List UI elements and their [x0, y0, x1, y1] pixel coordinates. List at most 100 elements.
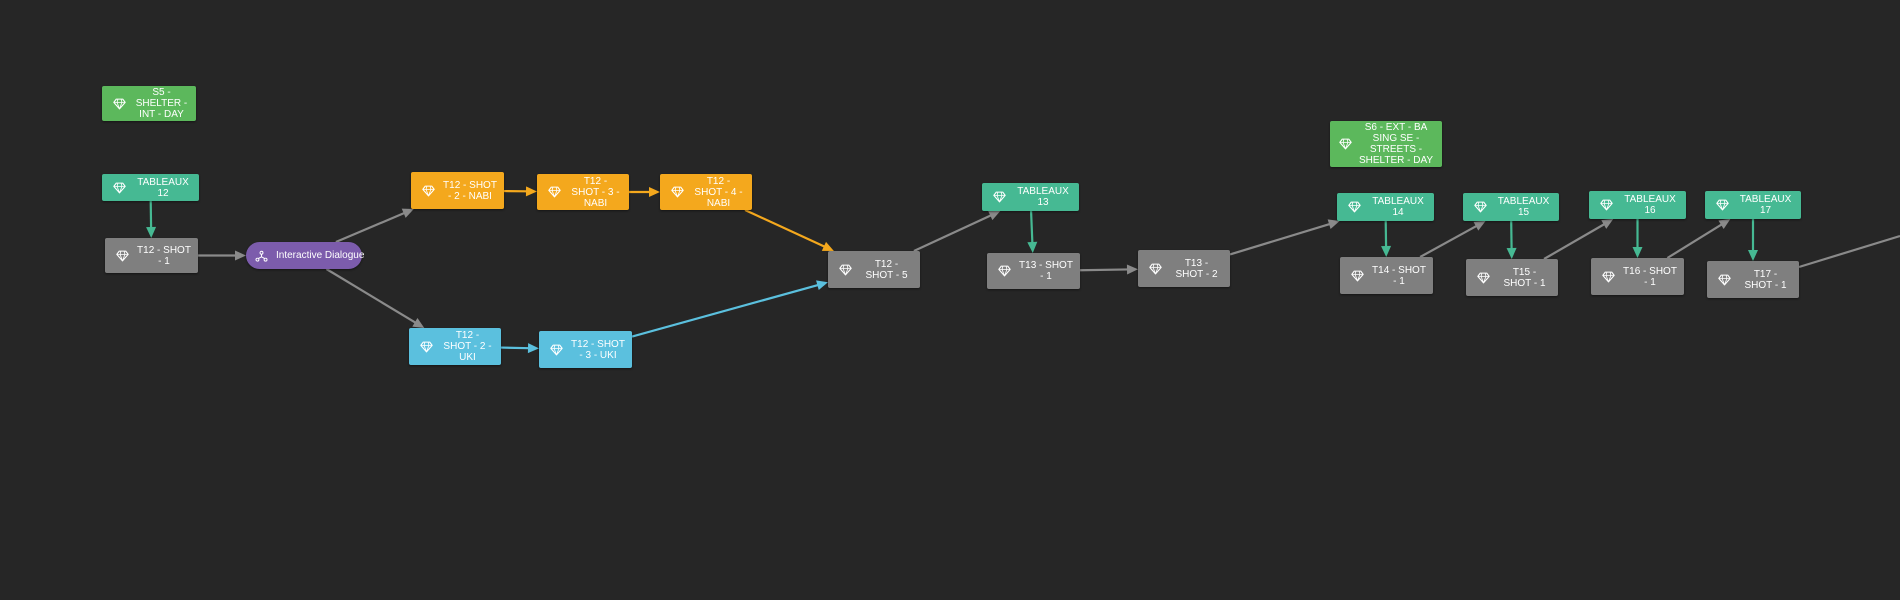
node-label: T16 - SHOT - 1 — [1623, 265, 1677, 288]
arrowhead-icon — [988, 211, 1001, 221]
arrowhead-icon — [1506, 247, 1517, 259]
node-t16-shot-1[interactable]: T16 - SHOT - 1 — [1591, 258, 1684, 295]
gem-icon — [421, 184, 435, 198]
node-label: TABLEAUX 16 — [1624, 194, 1676, 216]
node-t12-shot-3-uki[interactable]: T12 - SHOT - 3 - UKI — [539, 331, 632, 368]
node-label: T12 - SHOT - 3 - NABI — [571, 175, 620, 209]
arrowhead-icon — [1126, 264, 1138, 275]
arrowhead-icon — [821, 241, 834, 251]
node-label: S6 - EXT - BA SING SE - STREETS - SHELTE… — [1358, 122, 1434, 166]
edge-t14s1-to-tab15 — [1419, 224, 1478, 258]
node-label: T13 - SHOT - 2 — [1175, 257, 1218, 280]
edge-t15s1-to-tab16 — [1543, 223, 1606, 260]
arrowhead-icon — [1381, 245, 1392, 257]
gem-icon — [419, 340, 433, 354]
node-label: S5 - SHELTER - INT - DAY — [135, 87, 188, 120]
node-label: TABLEAUX 13 — [1017, 186, 1069, 208]
arrowhead-icon — [816, 280, 828, 291]
arrowhead-icon — [1601, 219, 1614, 229]
gem-icon — [1350, 269, 1364, 283]
node-t12-shot-4-nabi[interactable]: T12 - SHOT - 4 - NABI — [660, 174, 752, 210]
gem-icon — [549, 343, 563, 357]
gem-icon — [1338, 137, 1352, 151]
node-t17-shot-1[interactable]: T17 - SHOT - 1 — [1707, 261, 1799, 298]
arrowhead-icon — [235, 250, 246, 261]
edge-t12s4n-to-t12s5 — [744, 209, 826, 248]
gem-icon — [670, 185, 684, 199]
gem-icon — [1347, 200, 1361, 214]
edge-t12s2u-to-t12s3u — [500, 346, 530, 350]
edge-dlg-to-t12s2n — [335, 211, 406, 244]
edge-t13s2-to-tab14 — [1229, 222, 1331, 256]
arrowhead-icon — [412, 318, 425, 328]
gem-icon — [1717, 273, 1731, 287]
node-label: T14 - SHOT - 1 — [1372, 264, 1426, 287]
arrowhead-icon — [525, 186, 537, 197]
node-interactive-dialogue[interactable]: Interactive Dialogue — [246, 242, 365, 269]
node-label: TABLEAUX 17 — [1739, 194, 1792, 216]
gem-icon — [1148, 262, 1162, 276]
gem-icon — [112, 97, 126, 111]
node-tableaux-17[interactable]: TABLEAUX 17 — [1705, 191, 1801, 219]
arrowhead-icon — [401, 208, 414, 218]
edge-t17s1-to-offscreen — [1798, 234, 1900, 269]
node-t13-shot-1[interactable]: T13 - SHOT - 1 — [987, 253, 1080, 289]
node-label: TABLEAUX 12 — [137, 176, 189, 199]
gem-icon — [997, 264, 1011, 278]
arrowhead-icon — [527, 343, 539, 354]
node-label: T15 - SHOT - 1 — [1503, 266, 1546, 289]
gem-icon — [1599, 198, 1613, 212]
gem-icon — [1476, 271, 1490, 285]
gem-icon — [115, 249, 129, 263]
node-label: T17 - SHOT - 1 — [1744, 268, 1787, 291]
edge-t12s5-to-tab13 — [913, 214, 992, 252]
node-label: Interactive Dialogue — [276, 250, 365, 261]
arrowhead-icon — [1632, 247, 1643, 258]
gem-icon — [838, 263, 852, 277]
gem-icon — [992, 190, 1006, 204]
node-t12-shot-2-uki[interactable]: T12 - SHOT - 2 - UKI — [409, 328, 501, 365]
arrowhead-icon — [1027, 241, 1038, 253]
node-tableaux-12[interactable]: TABLEAUX 12 — [102, 174, 199, 201]
node-tableaux-13[interactable]: TABLEAUX 13 — [982, 183, 1079, 211]
node-label: T12 - SHOT - 3 - UKI — [571, 338, 625, 361]
node-label: T12 - SHOT - 2 - UKI — [443, 330, 492, 363]
node-s5-shelter-int-day[interactable]: S5 - SHELTER - INT - DAY — [102, 86, 196, 121]
node-t12-shot-2-nabi[interactable]: T12 - SHOT - 2 - NABI — [411, 172, 504, 209]
arrowhead-icon — [1473, 221, 1486, 231]
gem-icon — [1601, 270, 1615, 284]
node-t15-shot-1[interactable]: T15 - SHOT - 1 — [1466, 259, 1558, 296]
node-label: TABLEAUX 14 — [1372, 196, 1424, 218]
edge-tab13-to-t13s1 — [1029, 210, 1034, 244]
edge-dlg-to-t12s2u — [325, 268, 417, 324]
arrowhead-icon — [146, 226, 157, 238]
node-tableaux-14[interactable]: TABLEAUX 14 — [1337, 193, 1434, 221]
arrowhead-icon — [649, 187, 660, 197]
node-label: TABLEAUX 15 — [1497, 196, 1550, 218]
node-label: T12 - SHOT - 5 — [865, 258, 908, 281]
arrowhead-icon — [1748, 250, 1758, 261]
node-t12-shot-1[interactable]: T12 - SHOT - 1 — [105, 238, 198, 273]
gem-icon — [1473, 200, 1487, 214]
gem-icon — [1715, 198, 1729, 212]
node-tableaux-16[interactable]: TABLEAUX 16 — [1589, 191, 1686, 219]
edge-t13s1-to-t13s2 — [1079, 268, 1129, 272]
gem-icon — [547, 185, 561, 199]
edge-t16s1-to-tab17 — [1666, 223, 1723, 259]
arrowhead-icon — [1718, 219, 1731, 230]
edge-t12s3u-to-t12s5 — [631, 283, 819, 338]
node-t12-shot-3-nabi[interactable]: T12 - SHOT - 3 - NABI — [537, 174, 629, 210]
gem-icon — [112, 181, 126, 195]
node-label: T12 - SHOT - 4 - NABI — [694, 175, 743, 209]
node-t14-shot-1[interactable]: T14 - SHOT - 1 — [1340, 257, 1433, 294]
node-s6-ext-ba-sing-se-streets[interactable]: S6 - EXT - BA SING SE - STREETS - SHELTE… — [1330, 121, 1442, 167]
node-label: T12 - SHOT - 1 — [137, 244, 191, 267]
node-label: T13 - SHOT - 1 — [1019, 260, 1073, 282]
node-t13-shot-2[interactable]: T13 - SHOT - 2 — [1138, 250, 1230, 287]
branch-icon — [254, 249, 268, 263]
node-label: T12 - SHOT - 2 - NABI — [443, 179, 497, 202]
node-tableaux-15[interactable]: TABLEAUX 15 — [1463, 193, 1559, 221]
node-t12-shot-5[interactable]: T12 - SHOT - 5 — [828, 251, 920, 288]
